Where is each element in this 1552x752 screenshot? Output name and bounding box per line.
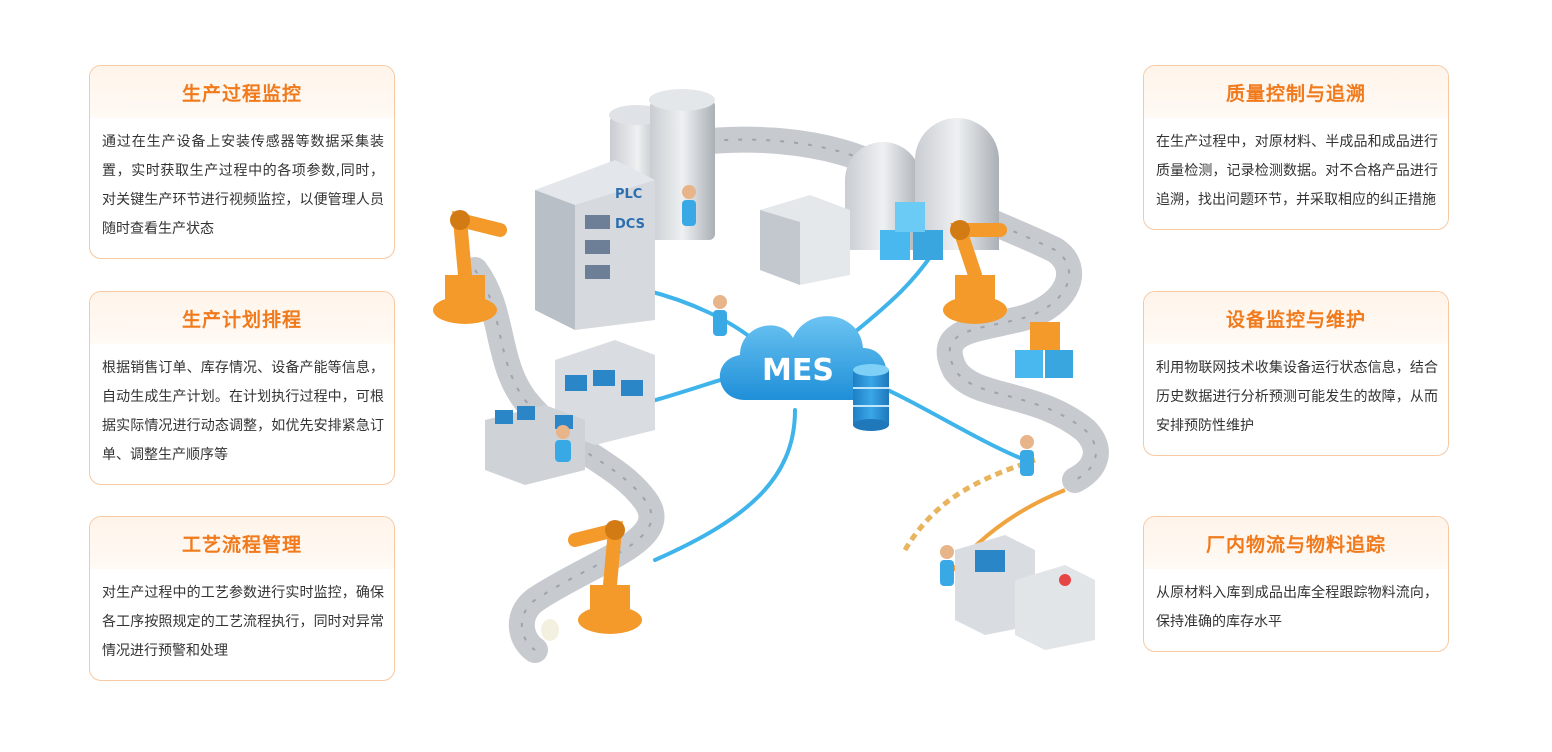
- feature-card-process-management: 工艺流程管理 对生产过程中的工艺参数进行实时监控，确保各工序按照规定的工艺流程执…: [89, 516, 395, 681]
- mes-label: MES: [762, 353, 834, 388]
- card-title: 生产计划排程: [181, 308, 302, 331]
- card-title: 生产过程监控: [181, 82, 302, 105]
- equipment-cabinet: [760, 195, 850, 285]
- building-label-plc: PLC: [615, 187, 642, 202]
- mes-cloud: MES: [719, 316, 887, 400]
- building-label-dcs: DCS: [615, 217, 645, 232]
- card-title: 质量控制与追溯: [1225, 82, 1366, 105]
- feature-card-quality-control: 质量控制与追溯 在生产过程中，对原材料、半成品和成品进行质量检测，记录检测数据。…: [1143, 65, 1449, 230]
- card-title: 设备监控与维护: [1225, 308, 1366, 331]
- card-description: 对生产过程中的工艺参数进行实时监控，确保各工序按照规定的工艺流程执行，同时对异常…: [102, 585, 384, 659]
- card-description: 利用物联网技术收集设备运行状态信息，结合历史数据进行分析预测可能发生的故障，从而…: [1156, 360, 1438, 434]
- robot-arm-left-top: [433, 210, 507, 324]
- card-title: 工艺流程管理: [181, 533, 302, 556]
- feature-card-production-monitoring: 生产过程监控 通过在生产设备上安装传感器等数据采集装置，实时获取生产过程中的各项…: [89, 65, 395, 259]
- database-icon: [853, 364, 889, 431]
- robot-arm-right: [943, 220, 1007, 324]
- card-header: 厂内物流与物料追踪: [1144, 517, 1448, 569]
- card-header: 质量控制与追溯: [1144, 66, 1448, 118]
- blue-crates: [880, 202, 1073, 378]
- card-header: 生产过程监控: [90, 66, 394, 118]
- control-room: [485, 340, 655, 485]
- inspection-terminals: [955, 535, 1095, 650]
- plc-dcs-building: PLC DCS: [535, 160, 655, 330]
- card-description: 通过在生产设备上安装传感器等数据采集装置，实时获取生产过程中的各项参数,同时，对…: [102, 134, 384, 237]
- card-description: 在生产过程中，对原材料、半成品和成品进行质量检测，记录检测数据。对不合格产品进行…: [1156, 134, 1438, 208]
- factory-scene: PLC DCS: [433, 89, 1109, 663]
- card-header: 工艺流程管理: [90, 517, 394, 569]
- card-header: 设备监控与维护: [1144, 292, 1448, 344]
- feature-card-equipment-maintenance: 设备监控与维护 利用物联网技术收集设备运行状态信息，结合历史数据进行分析预测可能…: [1143, 291, 1449, 456]
- factory-illustration: PLC DCS: [415, 80, 1135, 680]
- feature-card-logistics-tracking: 厂内物流与物料追踪 从原材料入库到成品出库全程跟踪物料流向，保持准确的库存水平: [1143, 516, 1449, 652]
- card-description: 从原材料入库到成品出库全程跟踪物料流向，保持准确的库存水平: [1156, 585, 1438, 630]
- card-title: 厂内物流与物料追踪: [1205, 533, 1386, 556]
- card-header: 生产计划排程: [90, 292, 394, 344]
- workers: [555, 185, 1034, 586]
- robot-arm-left-bottom: [568, 520, 642, 634]
- feature-card-production-scheduling: 生产计划排程 根据销售订单、库存情况、设备产能等信息，自动生成生产计划。在计划执…: [89, 291, 395, 485]
- product-item: [541, 619, 559, 641]
- card-description: 根据销售订单、库存情况、设备产能等信息，自动生成生产计划。在计划执行过程中，可根…: [102, 360, 384, 463]
